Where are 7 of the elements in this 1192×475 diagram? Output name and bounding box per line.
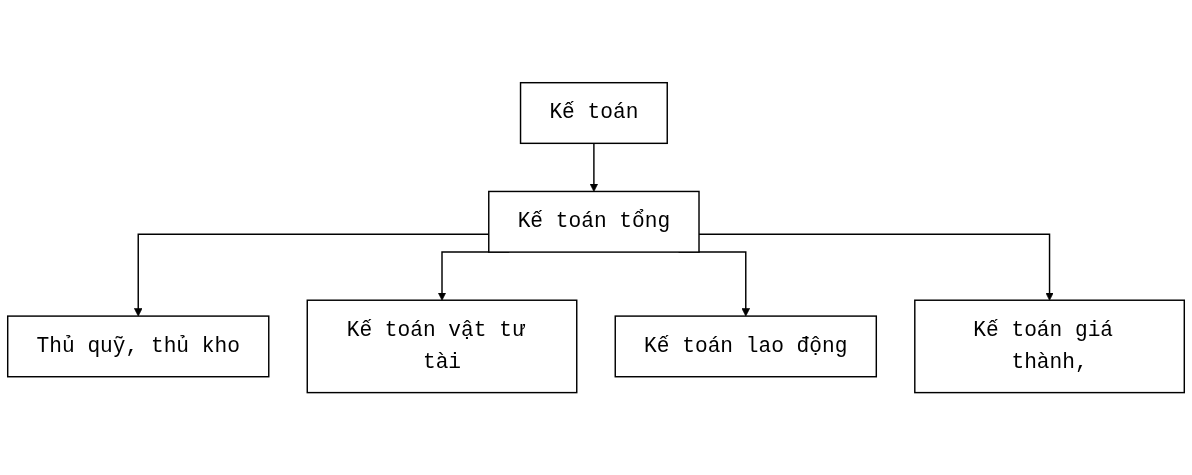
node-box: Kế toán giá thành, bbox=[914, 299, 1185, 394]
node-box: Thủ quỹ, thủ kho bbox=[7, 315, 270, 378]
arrow bbox=[589, 142, 599, 192]
node-box: Kế toán bbox=[519, 81, 668, 144]
node-box: Kế toán lao động bbox=[614, 315, 877, 378]
node-box: Kế toán vật tư tài bbox=[306, 299, 578, 394]
node-box: Kế toán tổng bbox=[488, 190, 700, 253]
